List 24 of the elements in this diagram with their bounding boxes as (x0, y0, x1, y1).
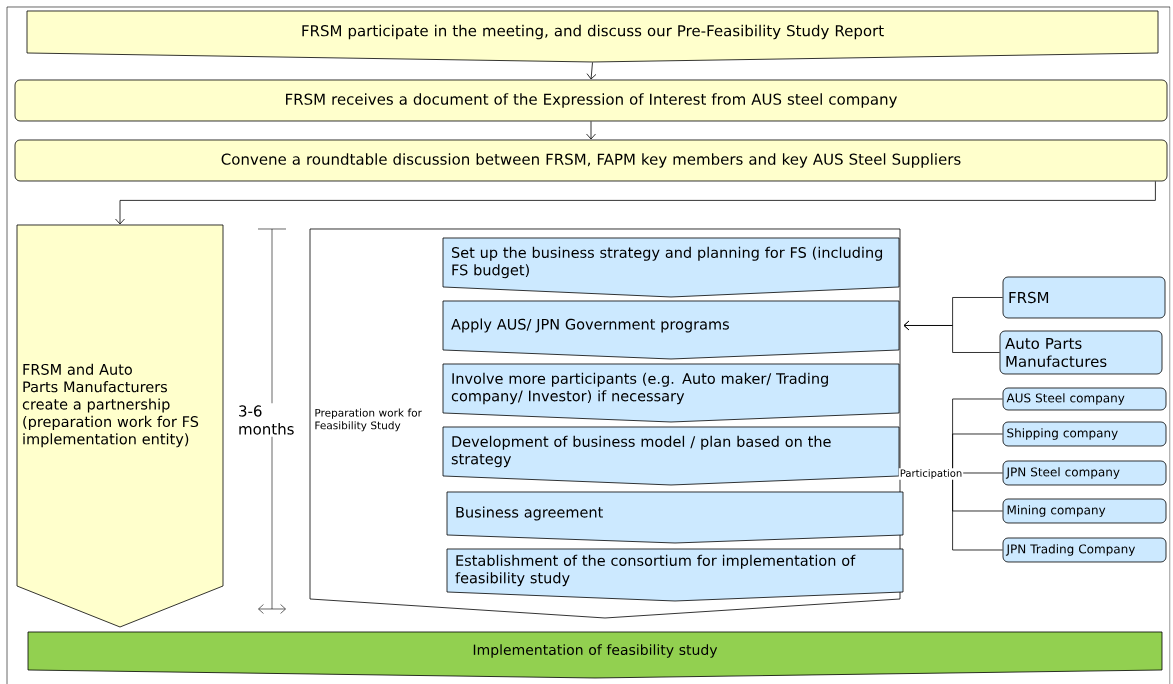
process-box: FRSM receives a document of the Expression of Interest from AUS steel company (14, 79, 1168, 122)
connector-arrow (586, 62, 597, 80)
participant-box: JPN Steel company (1002, 460, 1167, 486)
step-box: Involve more participants (e.g. Auto maker/ Trading company/ Investor) if necessary (442, 363, 900, 423)
process-box: FRSM and Auto Parts Manufacturers create a partnership (preparation work for FS implementation entity) (16, 224, 224, 628)
step-box: Apply AUS/ JPN Government programs (442, 300, 900, 360)
connector-arrow (115, 181, 1156, 225)
dimension-label: 3-6 months (236, 403, 306, 437)
step-box: Establishment of the consortium for implementation of feasibility study (446, 548, 904, 602)
connector-arrow (586, 121, 596, 140)
connector-arrow (903, 320, 1000, 353)
participant-box: AUS Steel company (1002, 387, 1167, 411)
partner-box: FRSM (1002, 276, 1166, 319)
participant-box: JPN Trading Company (1002, 537, 1167, 563)
partner-box: Auto Parts Manufactures (999, 330, 1163, 375)
edge-label: Participation (898, 468, 964, 480)
result-banner: Implementation of feasibility study (27, 631, 1163, 679)
process-box: Convene a roundtable discussion between FRSM, FAPM key members and key AUS Steel Suppliers (14, 139, 1168, 182)
participant-box: Mining company (1002, 498, 1167, 524)
step-box: Development of business model / plan based on the strategy (442, 426, 900, 486)
step-box: Business agreement (446, 491, 904, 544)
participant-box: Shipping company (1002, 421, 1167, 447)
step-box: Set up the business strategy and planning for FS (including FS budget) (442, 237, 900, 298)
process-banner: FRSM participate in the meeting, and discuss our Pre-Feasibility Study Report (26, 10, 1159, 63)
